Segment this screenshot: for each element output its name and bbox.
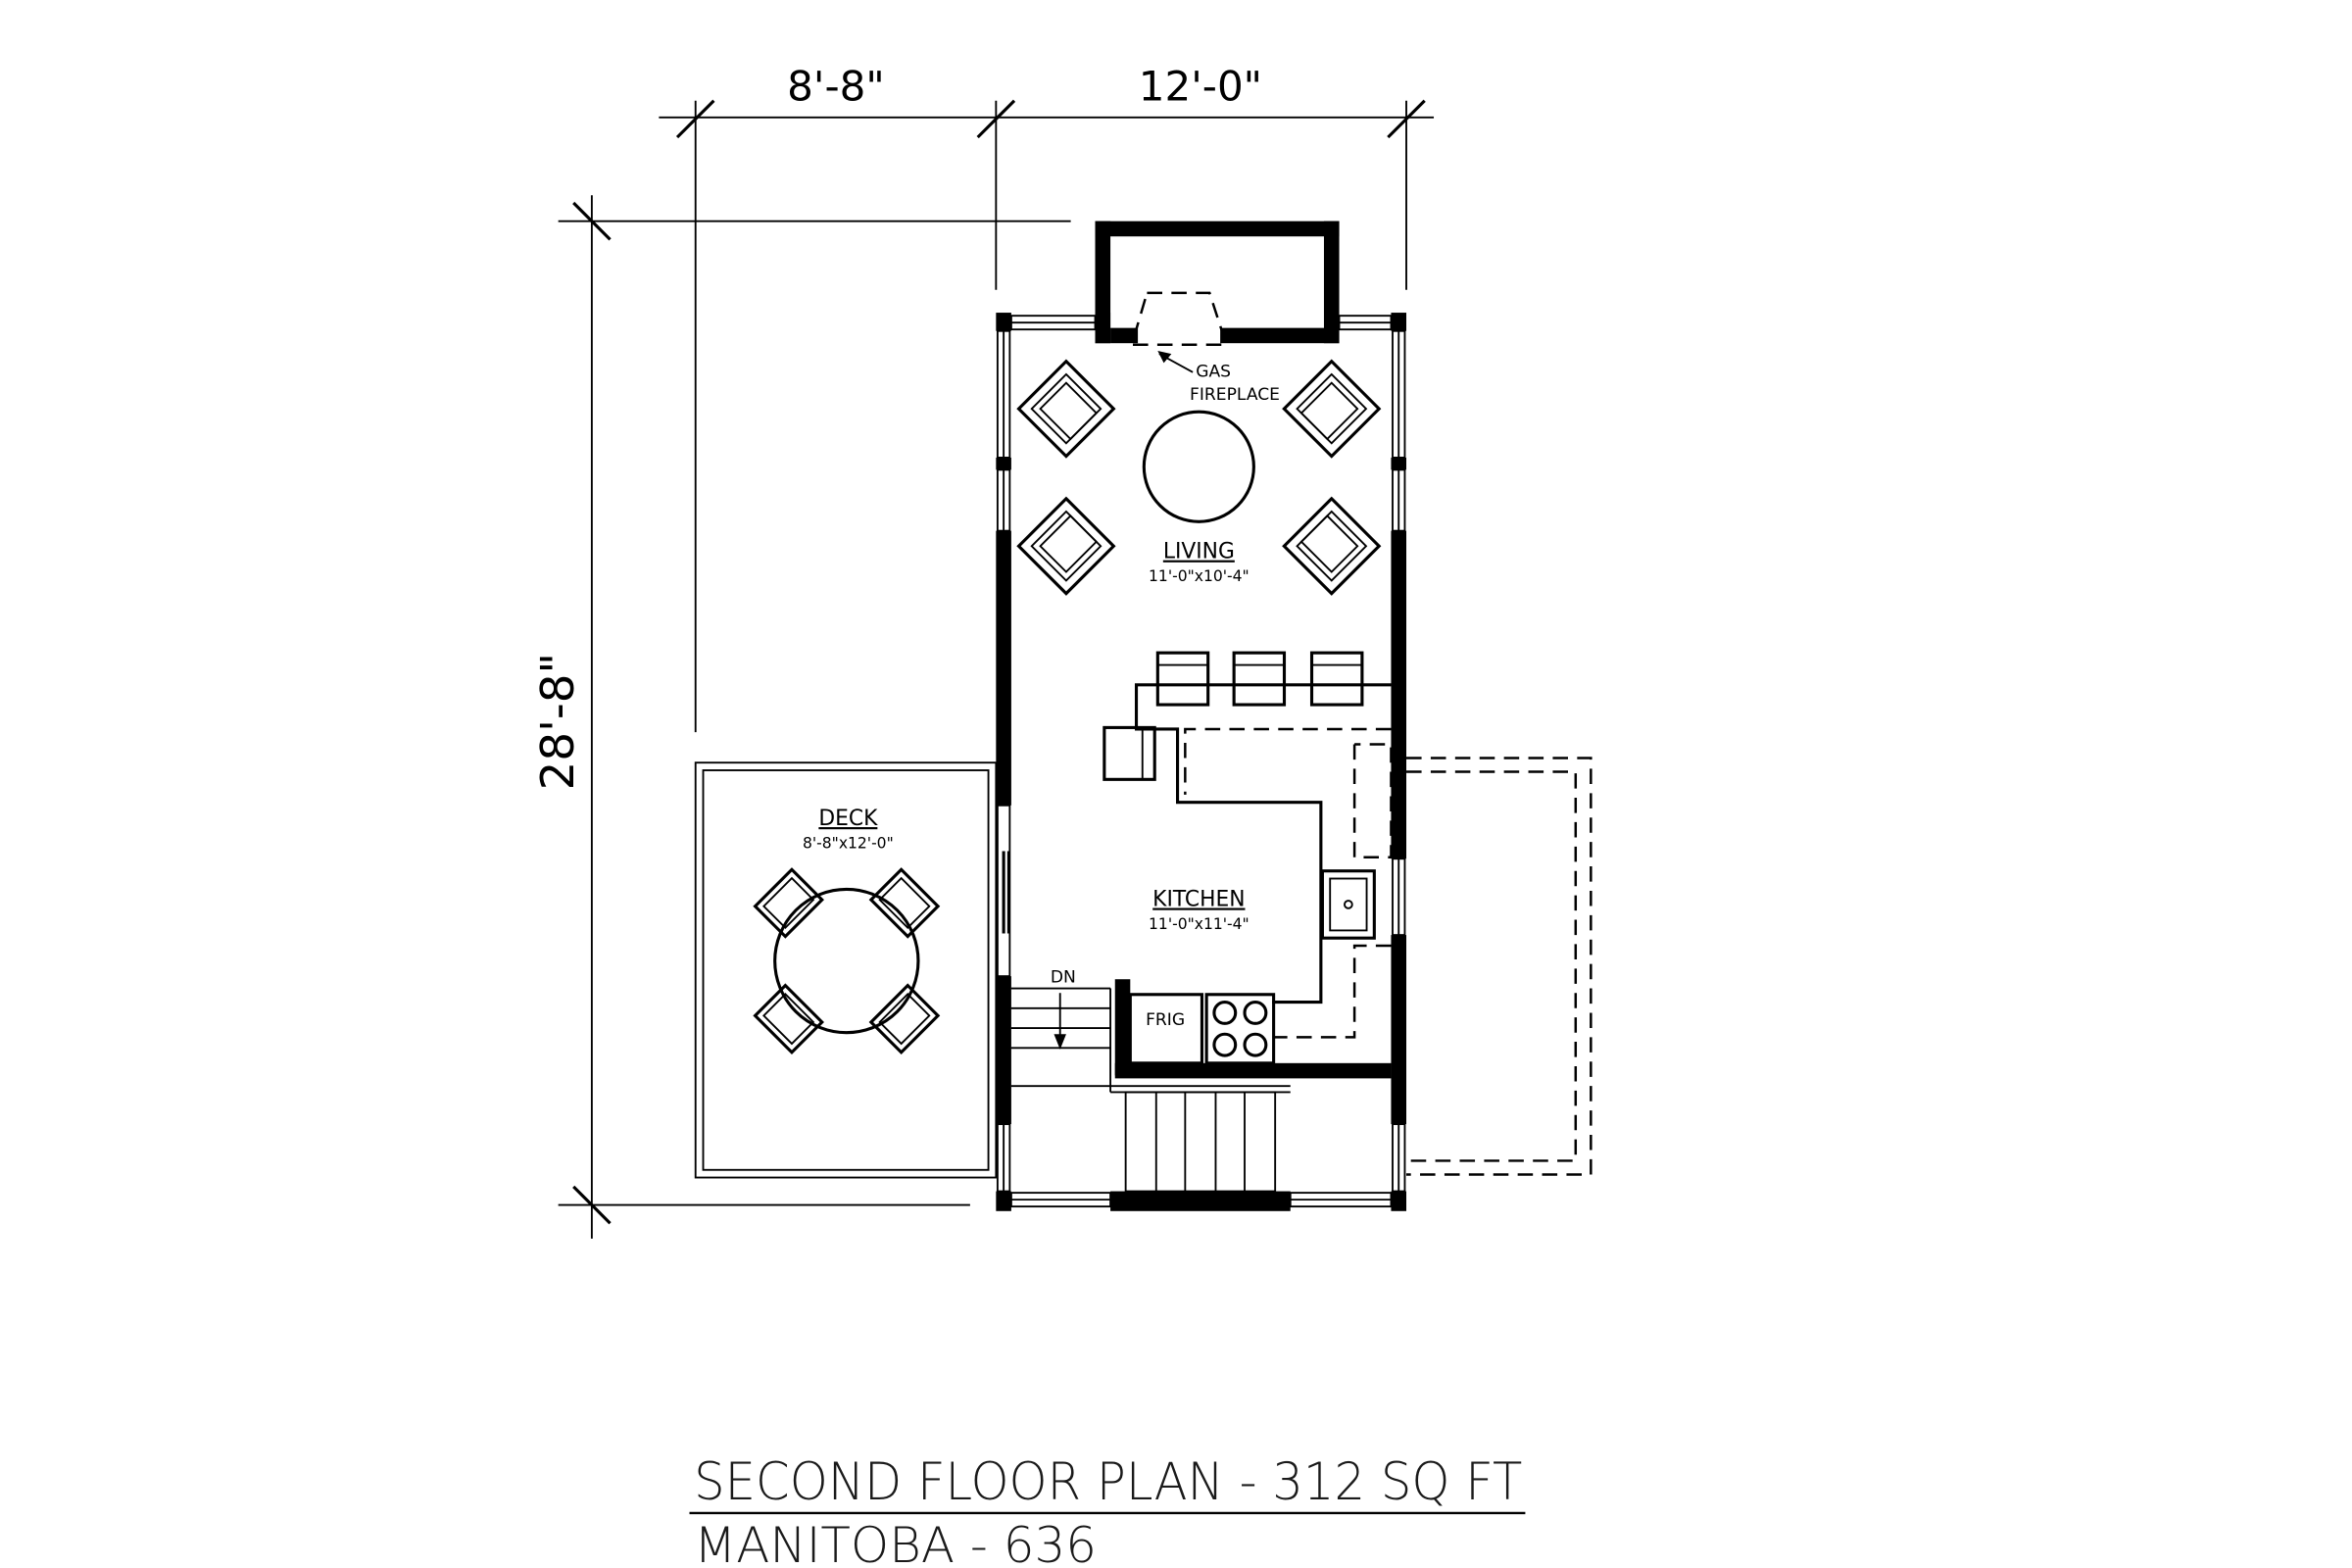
dimension-lines: [558, 99, 1435, 1239]
kitchen-label: KITCHEN: [1152, 888, 1245, 912]
fridge-and-range: [1114, 979, 1392, 1079]
kitchen-island: [1102, 651, 1393, 1039]
living-size: 11'-0"x10'-4": [1149, 567, 1250, 585]
living-label: LIVING: [1163, 540, 1235, 564]
roof-outline-dashed: [1406, 757, 1592, 1176]
stairs: [1010, 987, 1291, 1193]
plan-subtitle: MANITOBA - 636: [694, 1517, 1097, 1568]
fireplace-label: FIREPLACE: [1190, 385, 1280, 405]
fridge-label: FRIG: [1146, 1010, 1185, 1030]
kitchen-sink: [1320, 869, 1376, 940]
deck-table-set: [753, 867, 941, 1055]
deck-size: 8'-8"x12'-0": [803, 834, 894, 852]
deck-label: DECK: [818, 807, 878, 831]
living-furniture: [1016, 359, 1382, 596]
dimension-left: 28'-8": [532, 653, 585, 790]
dimension-top-left: 8'-8": [787, 63, 885, 111]
stair-down-label: DN: [1051, 967, 1076, 987]
dimension-top-right: 12'-0": [1139, 63, 1262, 111]
plan-title: SECOND FLOOR PLAN - 312 SQ FT: [694, 1452, 1522, 1512]
deck: [694, 761, 998, 1179]
kitchen-size: 11'-0"x11'-4": [1149, 915, 1250, 933]
exterior-walls: [996, 313, 1407, 1211]
fireplace-label-gas: GAS: [1196, 362, 1231, 381]
fireplace-chimney: [1095, 220, 1340, 373]
